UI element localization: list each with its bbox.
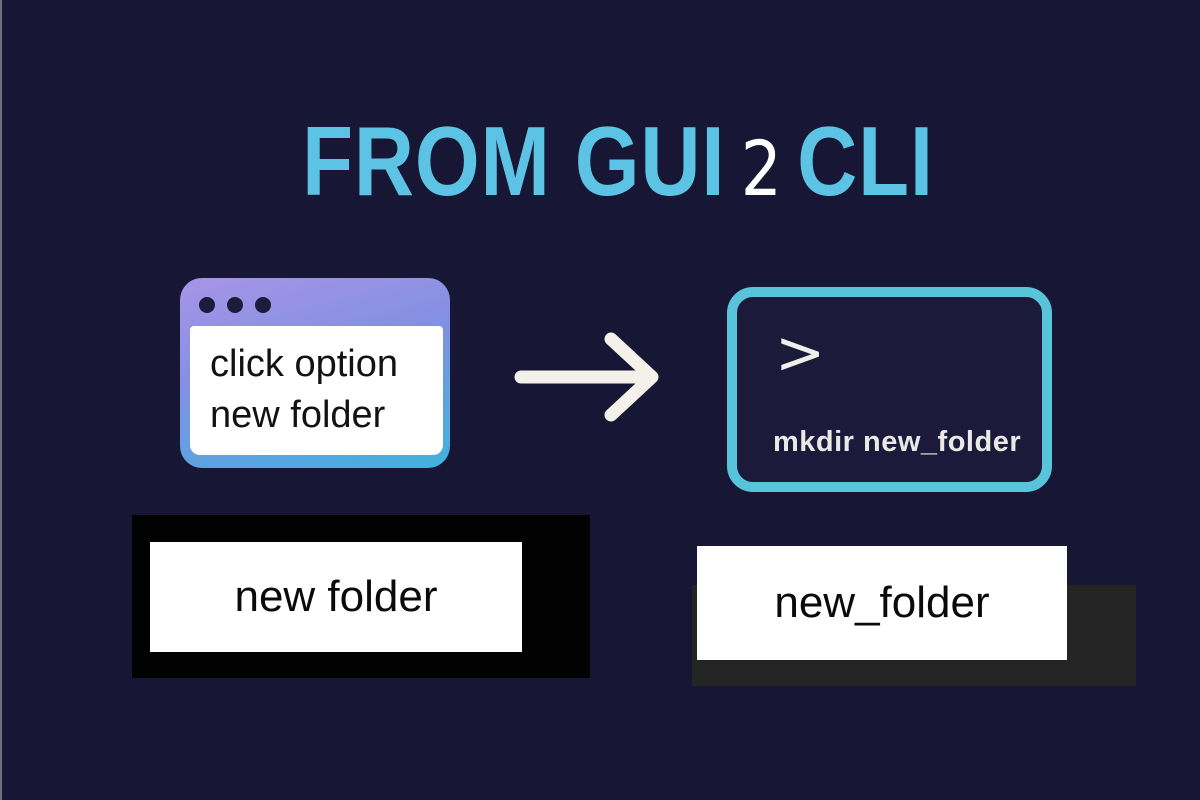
gui-window: click option new folder	[180, 278, 450, 468]
cli-result-card: new_folder	[692, 546, 1136, 686]
terminal-command-text: mkdir new_folder	[773, 426, 1022, 458]
gui-window-text-line2: new folder	[210, 394, 386, 436]
gui-result-box: new folder	[150, 542, 522, 652]
cli-result-label: new_folder	[774, 578, 990, 627]
window-dot-icon	[227, 297, 243, 313]
terminal-window: > mkdir new_folder	[727, 287, 1052, 492]
gui-window-body: click option new folder	[190, 326, 443, 455]
gui-result-card: new folder	[132, 515, 590, 678]
gui-window-text-line1: click option	[210, 343, 398, 385]
page-title: FROM GUI 2 CLI	[302, 112, 934, 210]
arrow-right-icon	[505, 325, 665, 429]
cli-result-box: new_folder	[697, 546, 1067, 660]
window-dot-icon	[199, 297, 215, 313]
terminal-prompt-icon: >	[775, 318, 826, 388]
gui-result-label: new folder	[234, 572, 438, 621]
left-edge-line	[0, 0, 2, 800]
title-part-from-gui: FROM GUI	[302, 106, 726, 216]
title-connector-2: 2	[740, 124, 782, 213]
window-dot-icon	[255, 297, 271, 313]
title-part-cli: CLI	[797, 106, 934, 216]
window-traffic-dots	[199, 297, 271, 313]
